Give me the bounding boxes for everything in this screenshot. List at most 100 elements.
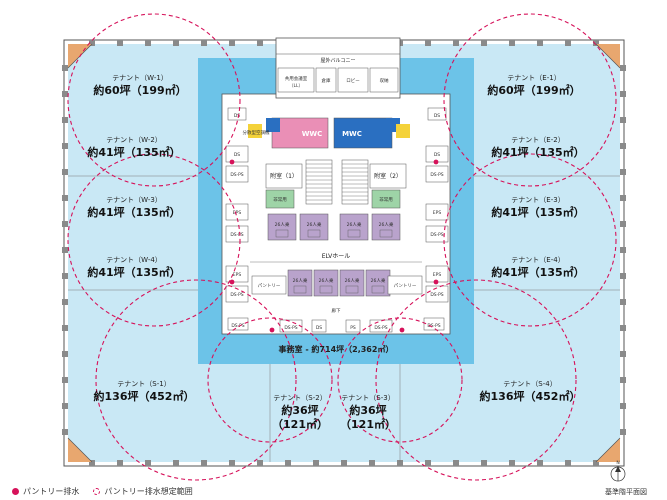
elevator-label: 26人乗: [347, 221, 362, 228]
shaft-room: [225, 145, 249, 163]
column-right: [620, 91, 626, 97]
column-right: [620, 403, 626, 409]
tenant-s1-area: 約136坪（452㎡）: [94, 389, 195, 403]
svg-text:PS: PS: [350, 325, 356, 331]
shaft-room: [425, 225, 449, 243]
column-bottom: [229, 460, 235, 466]
drain-range-circle: [337, 317, 463, 443]
column-left: [62, 351, 68, 357]
elevator-door: [379, 229, 393, 238]
elevator-label: 26人乗: [345, 277, 360, 284]
elevator-car: [371, 213, 401, 241]
column-bottom: [509, 460, 515, 466]
column-left: [62, 65, 68, 71]
shaft-label: EPS: [233, 210, 242, 216]
column-left: [62, 143, 68, 149]
column-right: [620, 65, 626, 71]
shaft-room: [425, 203, 449, 221]
tenant-s3-name: テナント（S-3）: [341, 394, 394, 402]
drain-point: [399, 327, 405, 333]
yellow-room-right: [396, 124, 410, 138]
elevator-car: [339, 269, 365, 297]
tenant-w4-name: テナント（W-4）: [106, 256, 162, 264]
green-room-right-label: 非常用: [379, 196, 393, 203]
column-bottom: [369, 460, 375, 466]
shaft-room: [225, 285, 249, 303]
green-room-right: [371, 189, 401, 209]
tenant-s3-area2: （121㎡）: [340, 417, 396, 431]
column-left: [62, 273, 68, 279]
north-label: N: [616, 460, 619, 466]
tenant-s2-area2: （121㎡）: [272, 417, 328, 431]
drain-point: [269, 327, 275, 333]
elevator-door: [293, 285, 307, 294]
shaft-label: DS·PS: [230, 172, 243, 178]
pantry-drain-points: [229, 159, 439, 333]
column-top: [173, 40, 179, 46]
side-shafts: DS·PS DS·PS DS DS: [227, 107, 447, 331]
tenant-w4: テナント（W-4） 約41坪（135㎡）: [87, 256, 180, 279]
tenant-s4-area: 約136坪（452㎡）: [480, 389, 581, 403]
drain-range-circle: [67, 153, 241, 327]
shaft-room: [225, 203, 249, 221]
drain-point: [229, 159, 235, 165]
tenant-e1: テナント（E-1） 約60坪（199㎡）: [487, 74, 580, 97]
column-right: [620, 273, 626, 279]
column-bottom: [257, 460, 263, 466]
tenant-s2: テナント（S-2） 約36坪 （121㎡）: [272, 394, 328, 431]
tenant-w2-name: テナント（W-2）: [106, 136, 162, 144]
column-top: [593, 40, 599, 46]
elevator-car: [313, 269, 339, 297]
column-bottom: [341, 460, 347, 466]
annex-room-1-label: 附室（1）: [270, 172, 298, 180]
tenant-e4-area: 約41坪（135㎡）: [491, 265, 584, 279]
svg-text:DS·PS: DS·PS: [284, 325, 297, 331]
column-bottom: [593, 460, 599, 466]
column-bottom: [173, 460, 179, 466]
shaft-label: DS·PS: [230, 292, 243, 298]
column-left: [62, 403, 68, 409]
tenant-w1-name: テナント（W-1）: [112, 74, 168, 82]
column-right: [620, 429, 626, 435]
tenant-s1: テナント（S-1） 約136坪（452㎡）: [94, 380, 195, 403]
shaft-label: DS·PS: [230, 232, 243, 238]
column-right: [620, 351, 626, 357]
tenant-e4: テナント（E-4） 約41坪（135㎡）: [491, 256, 584, 279]
tenant-s4-name: テナント（S-4）: [503, 380, 556, 388]
column-bottom: [537, 460, 543, 466]
shaft-label: DS·PS: [430, 232, 443, 238]
elevator-car: [365, 269, 391, 297]
tenant-e1-name: テナント（E-1）: [507, 74, 560, 82]
drain-point: [433, 159, 439, 165]
tenant-s2-area1: 約36坪: [281, 403, 318, 417]
column-right: [620, 143, 626, 149]
shaft-label: DS: [234, 152, 240, 158]
floor-plan-title: 基準階平面図: [605, 488, 647, 496]
column-bottom: [117, 460, 123, 466]
svg-text:DS: DS: [316, 325, 322, 331]
shared-room-sub: （LL）: [289, 83, 303, 89]
elevator-door: [319, 285, 333, 294]
svg-text:DS·PS: DS·PS: [231, 323, 244, 329]
tenant-e2-name: テナント（E-2）: [511, 136, 564, 144]
elevator-door: [371, 285, 385, 294]
north-arrow: N: [610, 460, 626, 482]
tenant-s1-name: テナント（S-1）: [117, 380, 170, 388]
green-room-left-label: 非常用: [273, 196, 287, 203]
elevator-label: 26人乗: [275, 221, 290, 228]
shaft-label: DS: [434, 152, 440, 158]
column-right: [620, 221, 626, 227]
tenant-w3-name: テナント（W-3）: [106, 196, 162, 204]
pantry-left-label: パントリー: [258, 283, 281, 289]
elevator-car: [287, 269, 313, 297]
lobby-label: ロビー: [346, 77, 360, 84]
column-top: [509, 40, 515, 46]
shaft-room: [225, 265, 249, 283]
tenant-w4-area: 約41坪（135㎡）: [87, 265, 180, 279]
svg-text:DS: DS: [434, 113, 440, 119]
column-right: [620, 195, 626, 201]
stair-right: [341, 159, 369, 205]
elevator-door: [347, 229, 361, 238]
